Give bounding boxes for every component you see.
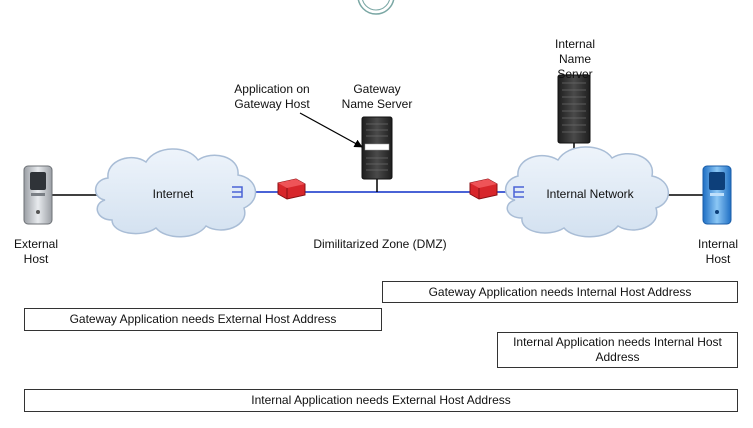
internal-needs-external-box: Internal Application needs External Host… (24, 389, 738, 412)
external-firewall-icon (277, 178, 306, 200)
application-gateway-label: Application on Gateway Host (234, 82, 310, 111)
dmz-label: Dimilitarized Zone (DMZ) (313, 237, 447, 251)
internet-label: Internet (152, 187, 194, 201)
internal-connector-icon (513, 186, 524, 198)
application-pointer-arrow (299, 112, 363, 148)
internal-network-cloud-icon (504, 146, 669, 238)
gateway-needs-external-box: Gateway Application needs External Host … (24, 308, 382, 331)
internal-needs-internal-box: Internal Application needs Internal Host… (497, 332, 738, 368)
internal-network-label: Internal Network (546, 187, 634, 201)
internal-host-label: Internal Host (697, 237, 739, 266)
internal-firewall-icon (469, 178, 498, 200)
gateway-name-server-label: Gateway Name Server (341, 82, 413, 111)
top-logo-icon (357, 0, 395, 15)
gateway-needs-internal-box: Gateway Application needs Internal Host … (382, 281, 738, 303)
external-host-label: External Host (13, 237, 59, 266)
internal-name-server-label: Internal Name Server (554, 37, 596, 81)
internal-name-server-icon (557, 74, 591, 144)
internal-host-computer-icon (702, 165, 732, 225)
external-host-computer-icon (23, 165, 53, 225)
gateway-server-icon (361, 116, 393, 180)
internet-connector-icon (232, 186, 243, 198)
internet-cloud-icon (94, 148, 257, 238)
